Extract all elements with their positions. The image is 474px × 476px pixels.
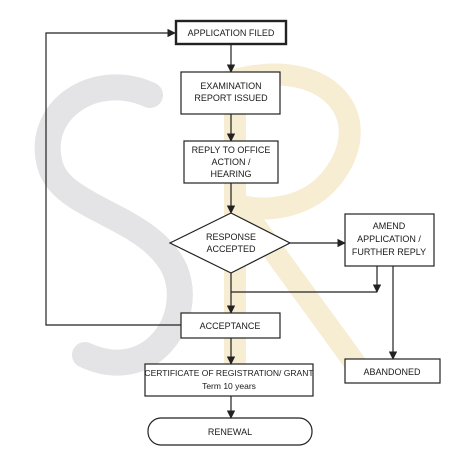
watermark-s-letter	[34, 74, 193, 376]
node-certificate-of-registration: CERTIFICATE OF REGISTRATION/ GRANT Term …	[144, 363, 314, 397]
node-examination-report: EXAMINATION REPORT ISSUED	[180, 71, 281, 115]
node-application-filed-label: APPLICATION FILED	[188, 28, 275, 38]
node-response-accepted-decision: RESPONSE ACCEPTED	[168, 212, 292, 274]
node-reply-label-2: ACTION /	[211, 157, 251, 167]
node-reply-to-office-action: REPLY TO OFFICE ACTION / HEARING	[183, 140, 279, 184]
node-renewal-label: RENEWAL	[208, 427, 252, 437]
node-abandoned-label: ABANDONED	[363, 367, 421, 377]
node-certificate-label-2: Term 10 years	[202, 381, 256, 391]
node-abandoned: ABANDONED	[344, 358, 441, 384]
connectors	[45, 28, 398, 419]
watermark-logo	[34, 63, 371, 381]
node-renewal: RENEWAL	[147, 417, 313, 446]
node-reply-label-1: REPLY TO OFFICE	[192, 145, 271, 155]
node-examination-report-label-2: REPORT ISSUED	[194, 93, 268, 103]
node-amend-label-2: APPLICATION /	[357, 234, 421, 244]
node-reply-label-3: HEARING	[210, 169, 251, 179]
node-amend-label-3: FURTHER REPLY	[352, 247, 426, 257]
node-amend-application: AMEND APPLICATION / FURTHER REPLY	[344, 213, 435, 267]
node-application-filed: APPLICATION FILED	[174, 19, 288, 46]
node-decision-label-1: RESPONSE	[206, 232, 256, 242]
node-certificate-label-1: CERTIFICATE OF REGISTRATION/ GRANT	[144, 368, 313, 378]
node-acceptance: ACCEPTANCE	[180, 312, 281, 339]
node-amend-label-1: AMEND	[373, 221, 406, 231]
node-acceptance-label: ACCEPTANCE	[200, 321, 261, 331]
node-examination-report-label-1: EXAMINATION	[200, 81, 261, 91]
watermark-r-letter	[224, 63, 371, 381]
node-decision-label-2: ACCEPTED	[206, 244, 256, 254]
arrow-acceptance-loop-to-filed	[45, 28, 181, 326]
